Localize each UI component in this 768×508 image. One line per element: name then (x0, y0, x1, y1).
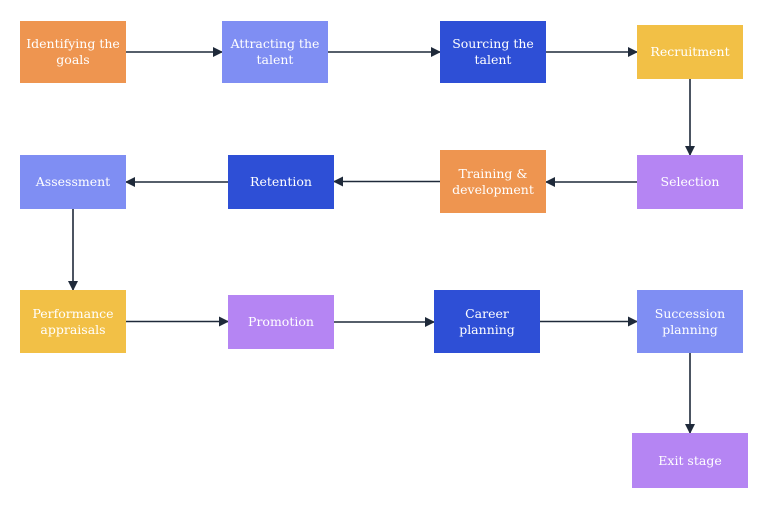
node-attracting-the-talent: Attracting the talent (222, 21, 328, 83)
node-identifying-the-goals: Identifying the goals (20, 21, 126, 83)
node-assessment: Assessment (20, 155, 126, 209)
node-succession-planning: Succession planning (637, 290, 743, 353)
node-selection: Selection (637, 155, 743, 209)
node-sourcing-the-talent: Sourcing the talent (440, 21, 546, 83)
node-career-planning: Career planning (434, 290, 540, 353)
node-training-development: Training & development (440, 150, 546, 213)
node-exit-stage: Exit stage (632, 433, 748, 488)
node-promotion: Promotion (228, 295, 334, 349)
node-recruitment: Recruitment (637, 25, 743, 79)
node-retention: Retention (228, 155, 334, 209)
node-performance-appraisals: Performance appraisals (20, 290, 126, 353)
